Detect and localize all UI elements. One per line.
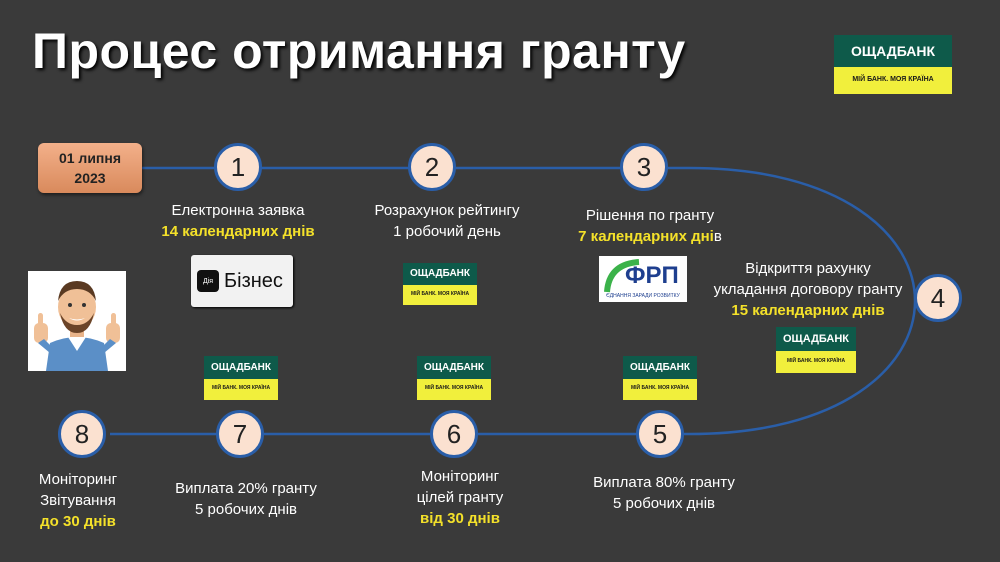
- step-8-circle: 8: [58, 410, 106, 458]
- page-title: Процес отримання гранту: [32, 23, 686, 79]
- step-2-circle: 2: [408, 143, 456, 191]
- oschadbank-logo-step6: ОЩАДБАНК МІЙ БАНК. МОЯ КРАЇНА: [417, 356, 491, 400]
- step-1-circle: 1: [214, 143, 262, 191]
- oschadbank-logo-header: ОЩАДБАНК МІЙ БАНК. МОЯ КРАЇНА: [834, 35, 952, 94]
- oschadbank-logo-step2: ОЩАДБАНК МІЙ БАНК. МОЯ КРАЇНА: [403, 263, 477, 305]
- step-4-circle: 4: [914, 274, 962, 322]
- step-6-circle: 6: [430, 410, 478, 458]
- oschadbank-logo-step7: ОЩАДБАНК МІЙ БАНК. МОЯ КРАЇНА: [204, 356, 278, 400]
- thumbs-up-person-illustration: [28, 271, 126, 371]
- person-icon: [34, 281, 120, 371]
- step-1-label: Електронна заявка 14 календарних днів: [161, 202, 315, 240]
- step-4-label: Відкриття рахунку укладання договору гра…: [713, 260, 903, 319]
- step-6-label: Моніторинг цілей гранту від 30 днів: [416, 468, 504, 527]
- step-2-label: Розрахунок рейтингу 1 робочий день: [374, 202, 520, 240]
- oschadbank-logo-step5: ОЩАДБАНК МІЙ БАНК. МОЯ КРАЇНА: [623, 356, 697, 400]
- frp-swoosh-icon: [604, 259, 640, 293]
- step-3-label: Рішення по гранту 7 календарних днів: [578, 207, 722, 245]
- step-5-label: Виплата 80% гранту 5 робочих днів: [593, 474, 735, 512]
- diia-business-logo: Дія Бізнес: [191, 255, 293, 307]
- step-7-label: Виплата 20% гранту 5 робочих днів: [175, 480, 317, 518]
- step-5-circle: 5: [636, 410, 684, 458]
- frp-logo: ФРП ЄДНАННЯ ЗАРАДИ РОЗВИТКУ: [599, 256, 687, 302]
- step-8-label: Моніторинг Звітування до 30 днів: [38, 471, 118, 530]
- step-7-circle: 7: [216, 410, 264, 458]
- start-date-box: 01 липня 2023: [38, 143, 142, 193]
- oschadbank-logo-step4: ОЩАДБАНК МІЙ БАНК. МОЯ КРАЇНА: [776, 327, 856, 373]
- step-3-circle: 3: [620, 143, 668, 191]
